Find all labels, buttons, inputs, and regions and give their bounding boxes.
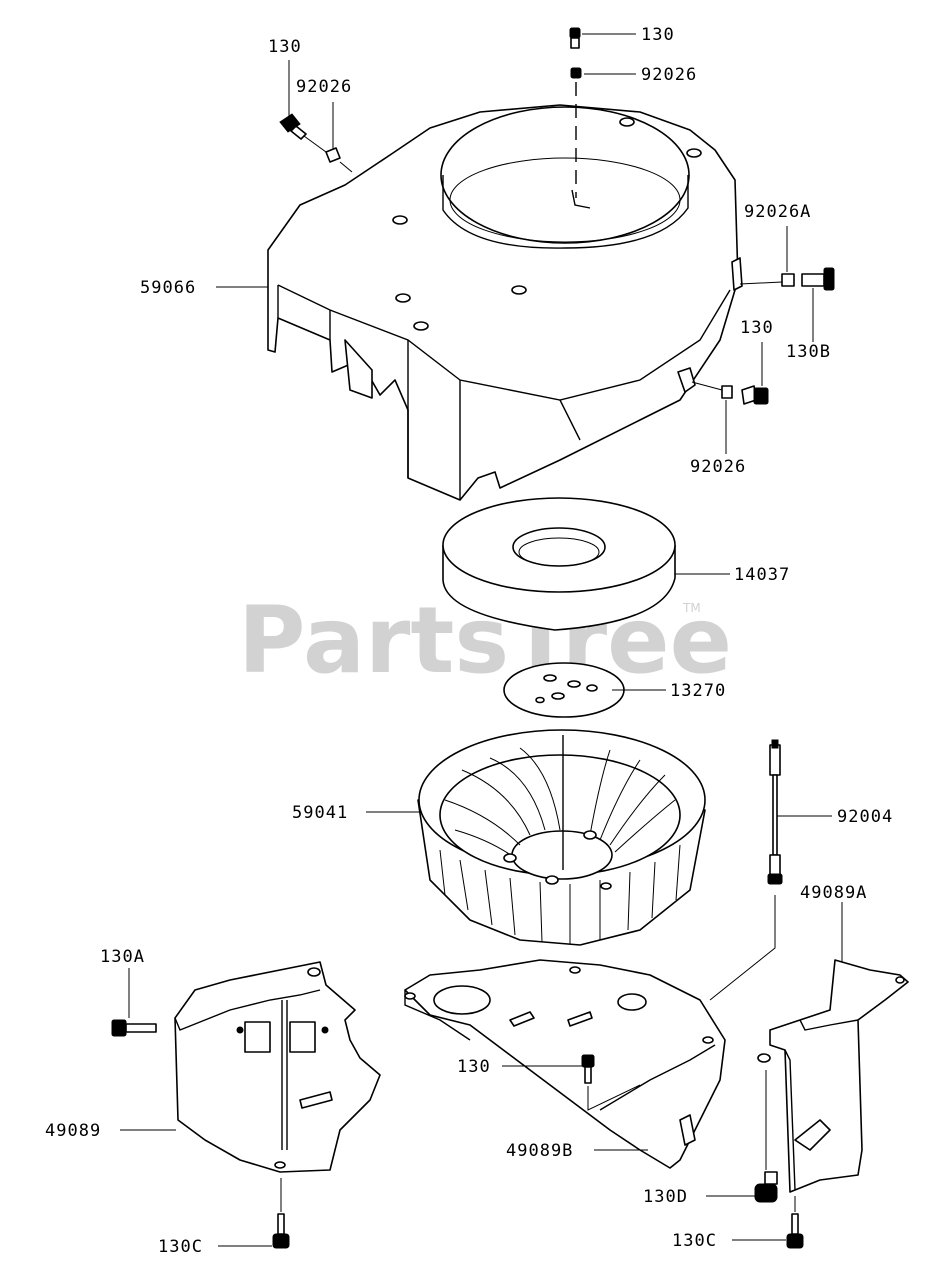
plate-14037[interactable] — [442, 497, 676, 631]
callout-49089B: 49089B — [506, 1141, 573, 1161]
callout-59066: 59066 — [140, 278, 196, 298]
callout-92004: 92004 — [837, 807, 893, 827]
callout-49089A: 49089A — [800, 883, 867, 903]
callout-92026-right: 92026 — [690, 457, 746, 477]
nut-92026-top-left[interactable] — [325, 147, 341, 163]
nut-92026-top[interactable] — [570, 67, 582, 79]
disc-13270[interactable] — [503, 662, 625, 718]
bolt-130D[interactable] — [754, 1171, 778, 1203]
callout-130B: 130B — [786, 342, 831, 362]
blower-housing-59066[interactable] — [267, 104, 743, 501]
callout-59041: 59041 — [292, 803, 348, 823]
callout-130-mid: 130 — [457, 1057, 491, 1077]
screw-130-right[interactable] — [741, 385, 769, 405]
callout-92026-top-left: 92026 — [296, 77, 352, 97]
callout-92026-top: 92026 — [641, 65, 697, 85]
callout-14037: 14037 — [734, 565, 790, 585]
callout-130-right: 130 — [740, 318, 774, 338]
nut-92026A[interactable] — [781, 273, 795, 287]
bolt-130C-right[interactable] — [786, 1213, 804, 1249]
bolt-130A[interactable] — [111, 1019, 157, 1037]
guide-49089B[interactable] — [404, 959, 726, 1169]
callout-130C-left: 130C — [158, 1237, 203, 1257]
callout-130D: 130D — [643, 1187, 688, 1207]
leader-lines — [120, 33, 843, 1247]
shield-49089A[interactable] — [757, 959, 909, 1193]
callout-13270: 13270 — [670, 681, 726, 701]
callout-49089: 49089 — [45, 1121, 101, 1141]
screw-130-top[interactable] — [569, 27, 581, 49]
callout-130C-right: 130C — [672, 1231, 717, 1251]
callout-130-top: 130 — [641, 25, 675, 45]
callout-130A: 130A — [100, 947, 145, 967]
fan-59041[interactable] — [417, 729, 706, 946]
screw-130-top-left[interactable] — [279, 113, 307, 140]
bolt-130C-left[interactable] — [272, 1213, 290, 1249]
shield-49089[interactable] — [174, 961, 381, 1173]
callout-130-top-left: 130 — [268, 37, 302, 57]
screw-130B[interactable] — [801, 267, 835, 291]
watermark-trademark: TM — [682, 601, 701, 615]
nut-92026-right[interactable] — [721, 385, 733, 399]
screw-130-mid[interactable] — [581, 1054, 595, 1084]
stud-92004[interactable] — [767, 739, 783, 885]
callout-92026A: 92026A — [744, 202, 811, 222]
